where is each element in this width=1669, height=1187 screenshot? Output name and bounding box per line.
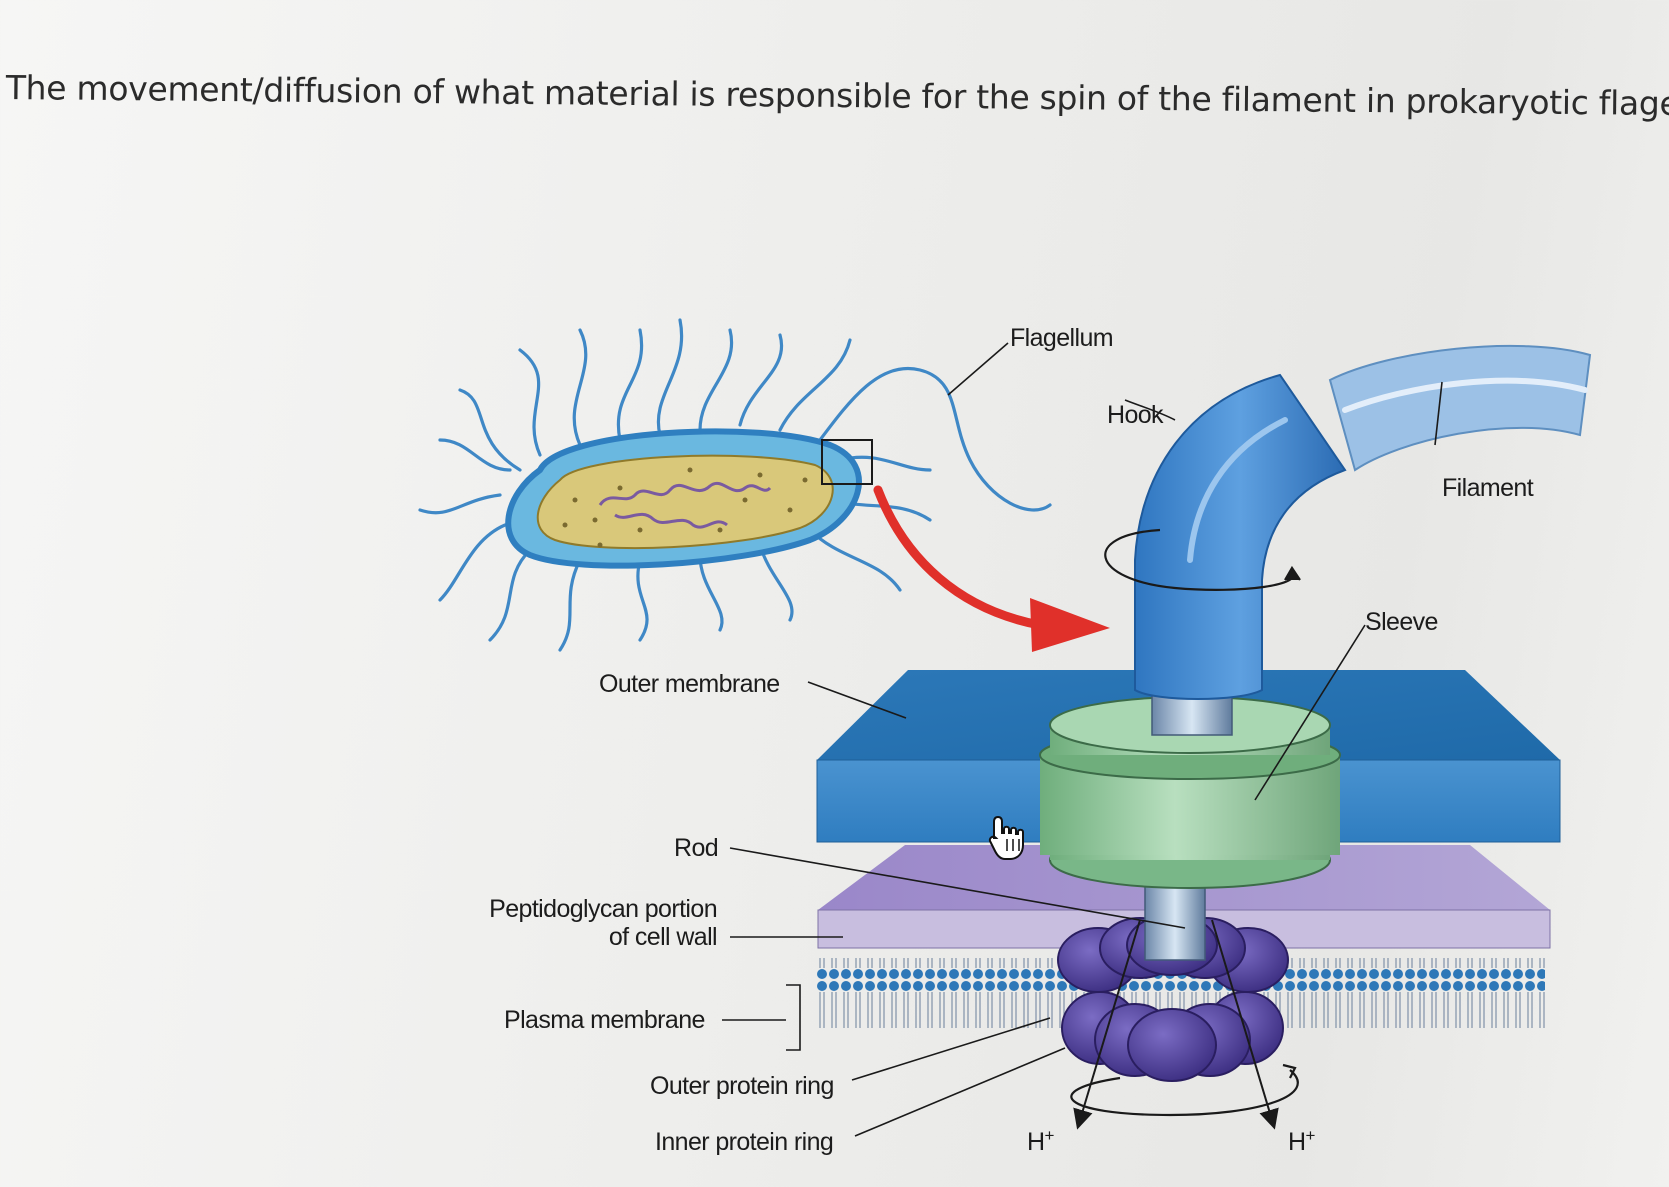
rotation-arrows	[1070, 528, 1301, 1117]
label-filament: Filament	[1442, 474, 1534, 502]
diagram-labels: Flagellum Hook Filament Sleeve Outer mem…	[489, 324, 1534, 1156]
zoom-box	[821, 439, 873, 485]
label-hook: Hook	[1107, 401, 1164, 429]
label-outer-membrane: Outer membrane	[599, 670, 780, 698]
cell-cytoplasm	[536, 454, 834, 550]
label-rod: Rod	[674, 834, 718, 862]
rod-shape	[1144, 879, 1206, 961]
nucleoid-dna	[598, 482, 772, 529]
ribosome-dots	[562, 467, 808, 548]
label-inner-protein-ring: Inner protein ring	[655, 1128, 833, 1156]
label-sleeve: Sleeve	[1365, 608, 1438, 636]
proton-flow-arrows	[1073, 919, 1279, 1130]
label-flagellum: Flagellum	[1010, 324, 1113, 352]
bacterium-illustration	[418, 318, 1052, 652]
filament-shape	[1328, 344, 1592, 472]
label-peptidoglycan-line2: of cell wall	[609, 923, 717, 951]
hook-shape	[1134, 373, 1347, 736]
hand-pointer-icon	[988, 815, 1024, 860]
label-proton-left: H+	[1027, 1126, 1054, 1156]
label-peptidoglycan-line1: Peptidoglycan portion	[489, 895, 717, 923]
leader-lines	[722, 342, 1443, 1137]
zoom-arrow	[873, 485, 1110, 652]
label-proton-right: H+	[1288, 1126, 1315, 1156]
label-outer-protein-ring: Outer protein ring	[650, 1072, 834, 1100]
label-plasma-membrane: Plasma membrane	[504, 1006, 705, 1034]
